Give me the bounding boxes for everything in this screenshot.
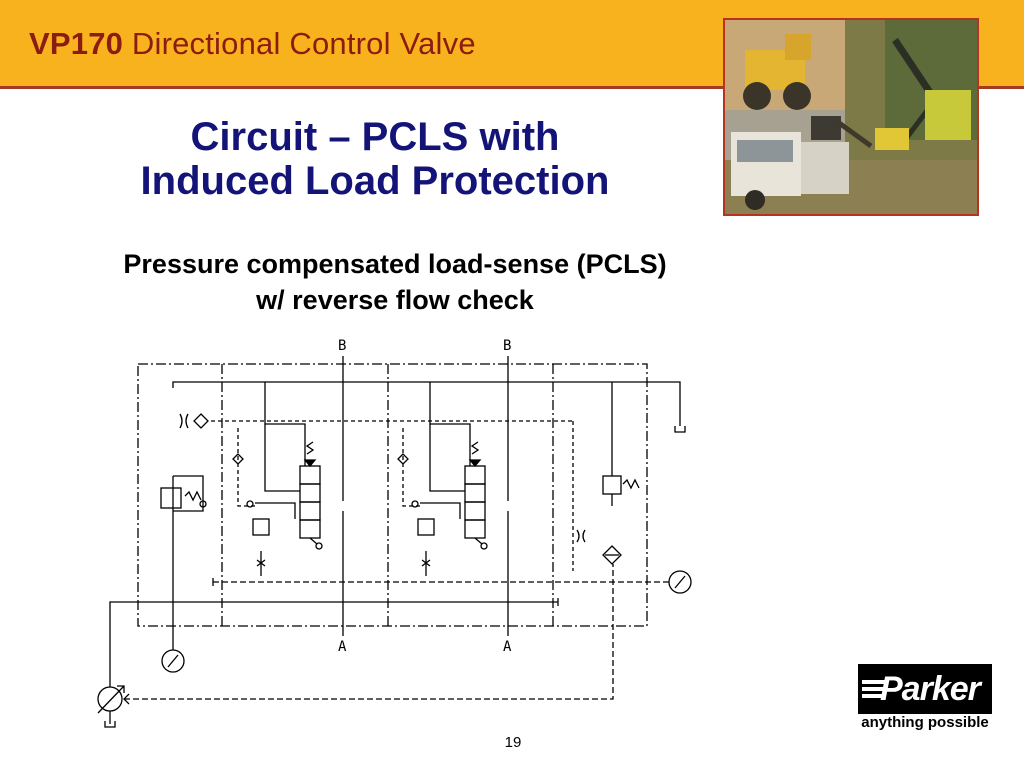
pump-control-line [124, 564, 614, 700]
page-number: 19 [504, 734, 522, 751]
spool-valve-2 [464, 441, 488, 550]
variable-pump-symbol [97, 636, 125, 728]
logo-stripes-icon [862, 680, 886, 702]
slide-subtitle-line-2: w/ reverse flow check [256, 285, 534, 315]
logo-box: Parker [858, 664, 992, 714]
port-b-label-2: B [503, 338, 511, 354]
header-product: Directional Control Valve [131, 26, 476, 61]
work-line-2 [429, 424, 465, 492]
ls-relief-valve [602, 382, 640, 506]
pump-control-arrow [123, 693, 130, 705]
pressure-gauge-right [668, 570, 692, 594]
pressure-gauge-left-needle [167, 654, 179, 668]
return-line [109, 601, 558, 636]
header-title: VP170 Directional Control Valve [29, 26, 476, 62]
port-a-label-1: A [338, 639, 347, 655]
shuttle-check-right [576, 529, 622, 565]
hydraulic-circuit-diagram: B B A A [97, 338, 692, 728]
compensator-1 [232, 428, 296, 576]
logo-wordmark: Parker [880, 670, 981, 708]
pressure-gauge-right-needle [674, 575, 686, 589]
tank-return-line [172, 381, 681, 426]
header-model: VP170 [29, 26, 124, 61]
slide-title-line-2: Induced Load Protection [140, 159, 610, 203]
valve-body-outline [137, 363, 648, 627]
parker-logo: Parker anything possible [858, 664, 992, 734]
slide-subtitle-line-1: Pressure compensated load-sense (PCLS) [123, 249, 667, 279]
filter-symbol-left [179, 413, 209, 429]
work-line-1 [264, 424, 300, 492]
port-b-label-1: B [338, 338, 346, 354]
slide-title: Circuit – PCLS with Induced Load Protect… [40, 115, 710, 203]
inlet-relief-valve [160, 475, 207, 626]
header-divider [0, 86, 1024, 89]
header-photo [723, 18, 979, 216]
spool-valve-1 [299, 441, 323, 550]
tank-symbol-right [674, 426, 686, 433]
slide-subtitle: Pressure compensated load-sense (PCLS) w… [40, 246, 750, 318]
compensator-2 [397, 428, 461, 576]
feed-line-2 [429, 382, 471, 466]
logo-tagline: anything possible [861, 714, 989, 731]
feed-line-1 [264, 382, 306, 466]
equipment-photo-collage [725, 20, 977, 214]
port-a-label-2: A [503, 639, 512, 655]
slide-title-line-1: Circuit – PCLS with [190, 115, 560, 159]
